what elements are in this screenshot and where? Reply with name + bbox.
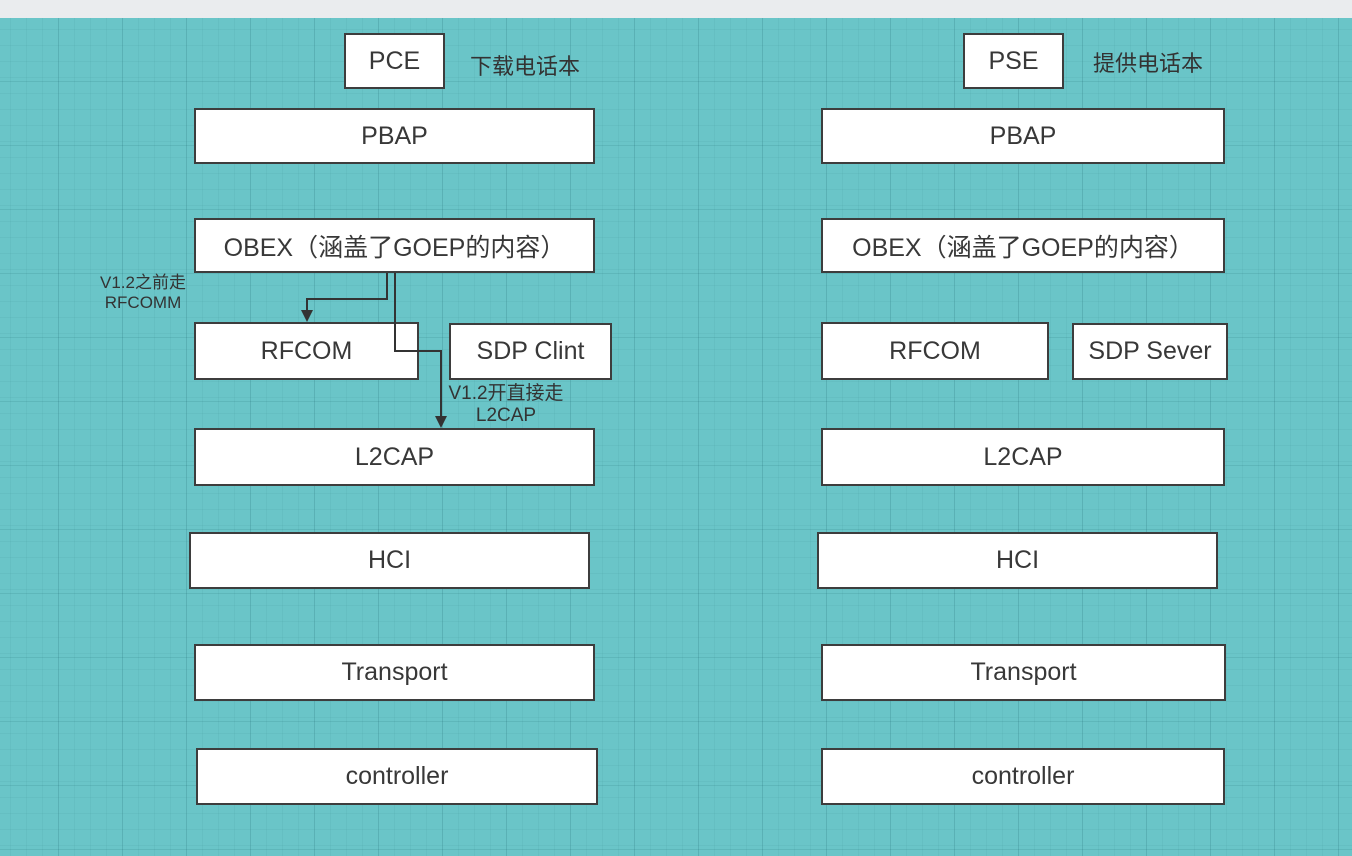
box-pse-role: PSE — [963, 33, 1064, 89]
pce-role-note: 下载电话本 — [470, 54, 581, 79]
annotation-from-v12: V1.2开直接走 L2CAP — [441, 383, 571, 427]
box-rfcom-left: RFCOM — [194, 322, 419, 380]
box-rfcom-right: RFCOM — [821, 322, 1049, 380]
window-top-bar — [0, 0, 1352, 18]
box-pbap-right: PBAP — [821, 108, 1225, 164]
annotation-from-v12-line1: V1.2开直接走 — [448, 383, 564, 404]
arrowhead-rfcom-icon — [301, 310, 313, 322]
box-controller-right: controller — [821, 748, 1225, 805]
box-sdp-client-left: SDP Clint — [449, 323, 612, 380]
box-obex-left: OBEX（涵盖了GOEP的内容） — [194, 218, 595, 273]
box-transport-right: Transport — [821, 644, 1226, 701]
annotation-from-v12-line2: L2CAP — [475, 405, 537, 426]
annotation-pre-v12-line2: RFCOMM — [104, 293, 182, 312]
box-l2cap-right: L2CAP — [821, 428, 1225, 486]
box-hci-left: HCI — [189, 532, 590, 589]
box-transport-left: Transport — [194, 644, 595, 701]
annotation-pre-v12: V1.2之前走 RFCOMM — [86, 273, 200, 313]
box-obex-right: OBEX（涵盖了GOEP的内容） — [821, 218, 1225, 273]
box-pbap-left: PBAP — [194, 108, 595, 164]
box-pce-role: PCE — [344, 33, 445, 89]
pse-role-note: 提供电话本 — [1093, 51, 1204, 76]
connector-obex-to-rfcom — [306, 273, 388, 310]
box-sdp-server-right: SDP Sever — [1072, 323, 1228, 380]
box-l2cap-left: L2CAP — [194, 428, 595, 486]
box-hci-right: HCI — [817, 532, 1218, 589]
diagram-canvas: PCE 下载电话本 PBAP OBEX（涵盖了GOEP的内容） RFCOM SD… — [0, 18, 1352, 856]
box-controller-left: controller — [196, 748, 598, 805]
annotation-pre-v12-line1: V1.2之前走 — [100, 273, 186, 292]
